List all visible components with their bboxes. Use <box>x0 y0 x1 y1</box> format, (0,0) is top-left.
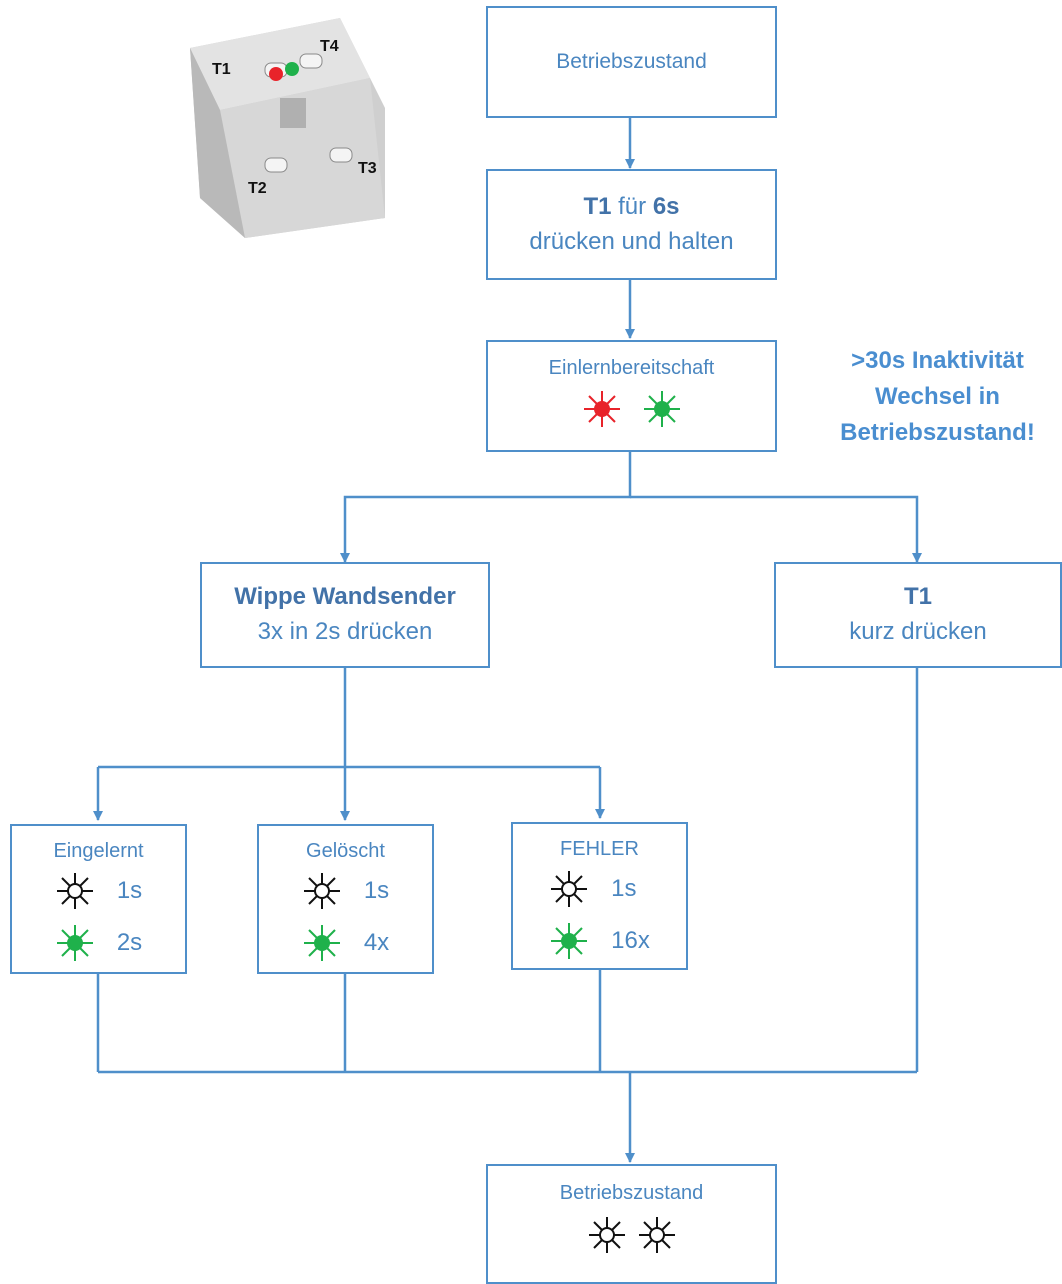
wippe-title: Wippe Wandsender <box>234 583 456 611</box>
device-label-t3: T3 <box>358 160 377 177</box>
result-eingelernt-box: Eingelernt 1s 2s <box>10 824 187 974</box>
result-geloescht-box: Gelöscht 1s 4x <box>257 824 434 974</box>
device-label-t2: T2 <box>248 180 267 197</box>
result-rows: 1s 4x <box>302 865 389 969</box>
led-off-icon <box>638 1217 675 1253</box>
result-row-green-value: 2s <box>116 929 143 956</box>
split-connector-right <box>630 495 922 563</box>
result-title: Eingelernt <box>53 840 144 862</box>
result-title: FEHLER <box>560 838 639 860</box>
result-row-off: 1s <box>549 863 650 915</box>
step-hold-line1: T1 für 6s <box>583 190 679 225</box>
note-line-3: Betriebszustand! <box>840 419 1035 446</box>
led-off-icon <box>56 873 93 909</box>
result-row-off-value: 1s <box>116 877 143 904</box>
result-fehler-box: FEHLER 1s 16x <box>511 822 688 970</box>
hold-key: T1 <box>583 192 612 220</box>
wippe-sub: 3x in 2s drücken <box>257 618 433 645</box>
t1-title: T1 <box>903 583 932 611</box>
end-leds <box>587 1215 677 1255</box>
result-rows: 1s 2s <box>55 865 142 969</box>
t1-sub: kurz drücken <box>849 618 987 645</box>
result-rows: 1s 16x <box>549 863 650 967</box>
result-row-green-value: 4x <box>363 929 390 956</box>
led-off-icon <box>588 1217 625 1253</box>
step-start-box: Betriebszustand <box>486 6 777 118</box>
led-green-icon <box>56 925 93 961</box>
result-row-green: 4x <box>302 917 389 969</box>
step-hold-line2: drücken und halten <box>529 227 734 255</box>
led-green-icon <box>551 923 588 959</box>
learn-ready-label: Einlernbereitschaft <box>548 357 715 379</box>
result-row-off-value: 1s <box>611 875 637 902</box>
result-row-off-value: 1s <box>363 877 390 904</box>
result-row-green: 2s <box>55 917 142 969</box>
device-label-t4: T4 <box>320 38 339 55</box>
device-led-green <box>285 62 299 76</box>
led-off-icon <box>551 871 588 907</box>
note-line-2: Wechsel in <box>875 383 1000 410</box>
split-connector <box>340 452 632 563</box>
led-red-blink-icon <box>583 391 620 427</box>
t1-short-box: T1 kurz drücken <box>774 562 1062 668</box>
note-line-1: >30s Inaktivität <box>851 347 1024 374</box>
step-hold-box: T1 für 6s drücken und halten <box>486 169 777 280</box>
device-led-red <box>269 67 283 81</box>
step-start-label: Betriebszustand <box>556 50 707 74</box>
result-row-green-value: 16x <box>611 927 650 954</box>
wippe-box: Wippe Wandsender 3x in 2s drücken <box>200 562 490 668</box>
result-row-off: 1s <box>55 865 142 917</box>
learn-ready-leds <box>583 390 681 428</box>
step-end-box: Betriebszustand <box>486 1164 777 1284</box>
hold-duration: 6s <box>652 192 680 220</box>
step-end-label: Betriebszustand <box>559 1182 704 1204</box>
hold-for: für <box>618 192 647 220</box>
result-row-off: 1s <box>302 865 389 917</box>
result-row-green: 16x <box>549 915 650 967</box>
device-label-t1: T1 <box>212 61 231 78</box>
inactivity-note: >30s Inaktivität Wechsel in Betriebszust… <box>815 343 1060 451</box>
led-off-icon <box>303 873 340 909</box>
result-title: Gelöscht <box>306 840 385 862</box>
actuator-device-image: T1 T4 T2 T3 <box>190 18 385 238</box>
learn-ready-box: Einlernbereitschaft <box>486 340 777 452</box>
led-green-blink-icon <box>643 391 680 427</box>
led-green-icon <box>303 925 340 961</box>
